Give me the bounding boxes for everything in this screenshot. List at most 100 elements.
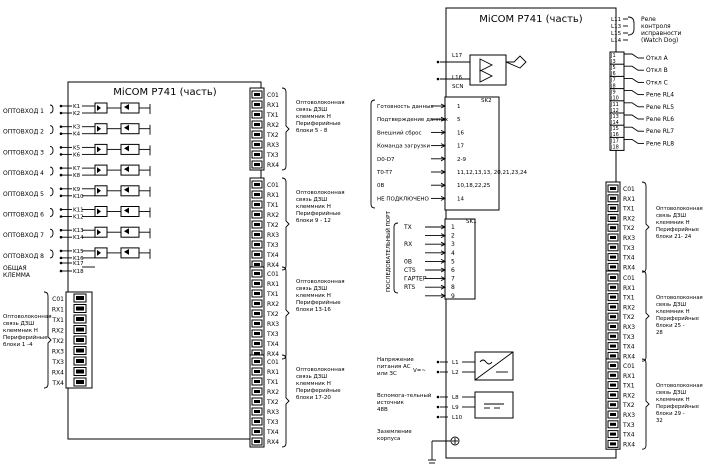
terminal-dot <box>59 146 63 149</box>
serial-arrow <box>440 258 447 264</box>
fiber-port-label: TX1 <box>266 202 279 209</box>
fiber-port-label: RX4 <box>623 353 635 360</box>
fiber-group-label: связь ДЗШ <box>296 286 327 292</box>
fiber-port-connector <box>76 348 84 353</box>
terminal-label: K10 <box>73 194 84 200</box>
terminal-label: J16 <box>610 132 619 138</box>
fiber-group-label: Оптоволоконная <box>3 314 52 320</box>
opto-input-brace <box>49 104 54 114</box>
comm-signal-arrow <box>440 195 447 201</box>
relay-output-label: Откл B <box>646 67 668 74</box>
serial-signal-label: TX <box>403 224 412 231</box>
fiber-group-label: 28 <box>656 330 663 336</box>
relay-contact <box>624 102 639 108</box>
fiber-group-brace <box>281 354 290 448</box>
serial-signal-label: RTS <box>404 284 415 291</box>
fiber-port-label: RX4 <box>267 262 279 269</box>
serial-pin-label: 5 <box>451 258 455 265</box>
terminal-label: L1 <box>452 360 459 366</box>
fiber-port-connector <box>610 344 616 348</box>
fiber-port-connector <box>254 342 260 345</box>
opto-coupler-receiver <box>120 185 140 197</box>
serial-signal-label: CTS <box>404 267 416 274</box>
terminal-label: K18 <box>73 269 84 275</box>
left-device-outline <box>67 81 262 440</box>
fiber-port-connector <box>76 369 84 374</box>
fiber-group-label: Периферийные <box>296 120 341 127</box>
fiber-port-label: RX3 <box>267 142 279 149</box>
fiber-port-label: TX2 <box>266 222 279 229</box>
fiber-port-label: C01 <box>267 271 279 278</box>
aux-supply-label: 48В <box>377 407 388 413</box>
comm-pin-label: 5 <box>457 117 461 123</box>
opto-coupler-receiver <box>120 123 140 135</box>
fiber-port-connector <box>76 327 84 332</box>
fiber-port-connector <box>254 143 260 146</box>
watchdog-bracket <box>627 16 635 36</box>
fiber-port-connector <box>254 263 260 266</box>
comm-signal-label: Внешний сброс <box>377 129 422 136</box>
fiber-port-label: RX1 <box>267 369 279 376</box>
fiber-port-connector <box>610 364 616 367</box>
fiber-port-label: RX3 <box>623 324 635 331</box>
serial-pin-label: 4 <box>451 250 455 257</box>
comm-signal-arrow <box>440 143 447 149</box>
fiber-port-label: C01 <box>623 186 635 193</box>
fiber-group-label: блоки 29 - <box>656 411 685 417</box>
relay-contact <box>624 138 639 144</box>
right-fiber-groups: C01RX1TX1RX2TX2RX3TX3TX4RX4Оптоволоконна… <box>605 181 703 450</box>
fiber-port-label: C01 <box>52 296 64 303</box>
fiber-port-connector <box>254 272 260 275</box>
common-terminal-label: КЛЕММА <box>3 272 31 279</box>
relay-output-label: Откл A <box>646 55 669 62</box>
watchdog-label: контроля <box>641 23 671 30</box>
fiber-port-connector <box>76 306 84 311</box>
terminal-label: J11 <box>610 102 619 108</box>
fiber-port-connector <box>610 403 616 407</box>
terminal-dot <box>436 415 440 419</box>
terminal-dot <box>436 77 440 81</box>
fiber-port-connector <box>610 276 616 279</box>
comm-signal-arrow <box>440 116 447 122</box>
opto-led-symbol <box>97 146 101 153</box>
terminal-label: K17 <box>73 261 84 267</box>
fiber-port-label: TX1 <box>266 112 279 119</box>
sk2-connector <box>444 96 500 211</box>
common-terminal-label: ОБЩАЯ <box>3 265 27 272</box>
terminal-dot <box>59 208 63 211</box>
comm-output-symbol <box>505 55 527 69</box>
fiber-port-connector <box>610 354 616 358</box>
fiber-port-label: TX2 <box>51 338 64 345</box>
comm-pin-label: 10,18,22,25 <box>457 183 491 189</box>
comm-signal-label: Подтверждение данных <box>377 117 449 123</box>
terminal-label: L8 <box>452 395 459 401</box>
fiber-port-label: RX4 <box>52 370 64 377</box>
serial-pin-label: 6 <box>451 267 455 274</box>
fiber-group-label: клеммник Н <box>3 328 38 334</box>
opto-receiver-symbol <box>124 186 129 193</box>
fiber-port-connector <box>254 370 260 373</box>
relay-output-label: Реле RL8 <box>646 140 674 147</box>
fiber-port-connector <box>254 203 260 206</box>
fiber-group-brace <box>281 177 290 271</box>
fiber-port-label: TX4 <box>622 432 635 439</box>
fiber-port-connector <box>254 113 260 116</box>
fiber-port-label: RX2 <box>267 389 279 396</box>
fiber-port-connector <box>254 332 260 335</box>
serial-group-brace <box>393 222 399 294</box>
fiber-port-connector <box>610 245 616 249</box>
fiber-port-label: RX3 <box>52 349 64 356</box>
comm-signal-arrow <box>440 129 447 135</box>
fiber-port-connector <box>610 236 616 239</box>
comm-pin-label: 17 <box>457 144 464 150</box>
fiber-port-connector <box>254 123 260 126</box>
opto-receiver-symbol <box>124 145 129 152</box>
terminal-label: J17 <box>610 138 619 144</box>
fiber-port-connector <box>254 163 260 166</box>
fiber-port-connector <box>254 380 260 383</box>
opto-coupler-receiver <box>120 143 140 155</box>
fiber-group-label: клеммник Н <box>296 114 331 120</box>
terminal-label: J9 <box>610 90 616 96</box>
fiber-port-label: TX3 <box>622 422 635 429</box>
